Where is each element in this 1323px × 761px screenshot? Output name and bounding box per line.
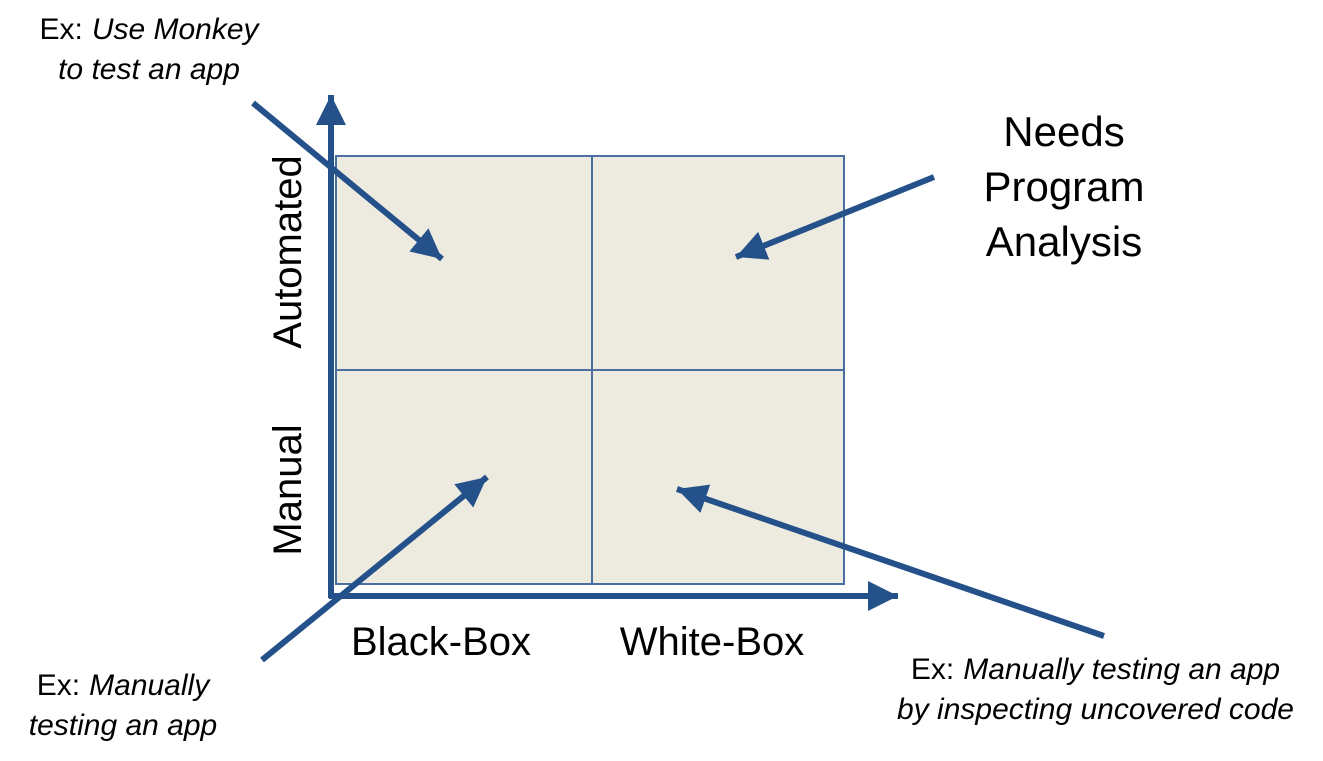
annotation-line: Ex:Use Monkey [9, 10, 289, 50]
arrow-to-top-right-quadrant [734, 174, 936, 260]
annotation-line: by inspecting uncovered code [897, 693, 1294, 726]
annotation-line: Ex:Manually [0, 666, 246, 706]
annotation-italic-text: Manually testing an app [963, 653, 1281, 686]
annotation-prefix: Ex: [39, 13, 83, 46]
annotation-prefix: Ex: [910, 653, 955, 686]
quadrant-grid [335, 155, 845, 585]
annotation-italic-text: Use Monkey [91, 13, 259, 46]
annotation-bottom-right: Ex:Manually testing an app by inspecting… [868, 650, 1323, 730]
annotation-italic-text: Manually [89, 669, 210, 702]
annotation-line: to test an app [58, 53, 240, 86]
x-axis-label-black-box: Black-Box [350, 620, 532, 664]
annotation-line: Analysis [985, 218, 1143, 265]
annotation-bottom-left: Ex:Manually testing an app [0, 666, 246, 746]
y-axis-label-automated: Automated [266, 155, 310, 349]
y-axis-label-manual: Manual [266, 424, 310, 556]
arrow-to-top-left-quadrant [251, 100, 444, 262]
arrow-to-bottom-left-quadrant [260, 474, 489, 663]
annotation-line: Program [983, 163, 1145, 210]
annotation-line: Needs [1003, 108, 1125, 155]
arrow-to-bottom-right-quadrant [676, 484, 1105, 639]
annotation-prefix: Ex: [36, 669, 81, 702]
annotation-top-right: Needs Program Analysis [944, 104, 1184, 269]
annotation-line: testing an app [28, 709, 218, 742]
annotation-top-left: Ex:Use Monkey to test an app [9, 10, 289, 90]
annotation-line: Ex:Manually testing an app [868, 650, 1323, 690]
x-axis-label-white-box: White-Box [619, 620, 805, 664]
